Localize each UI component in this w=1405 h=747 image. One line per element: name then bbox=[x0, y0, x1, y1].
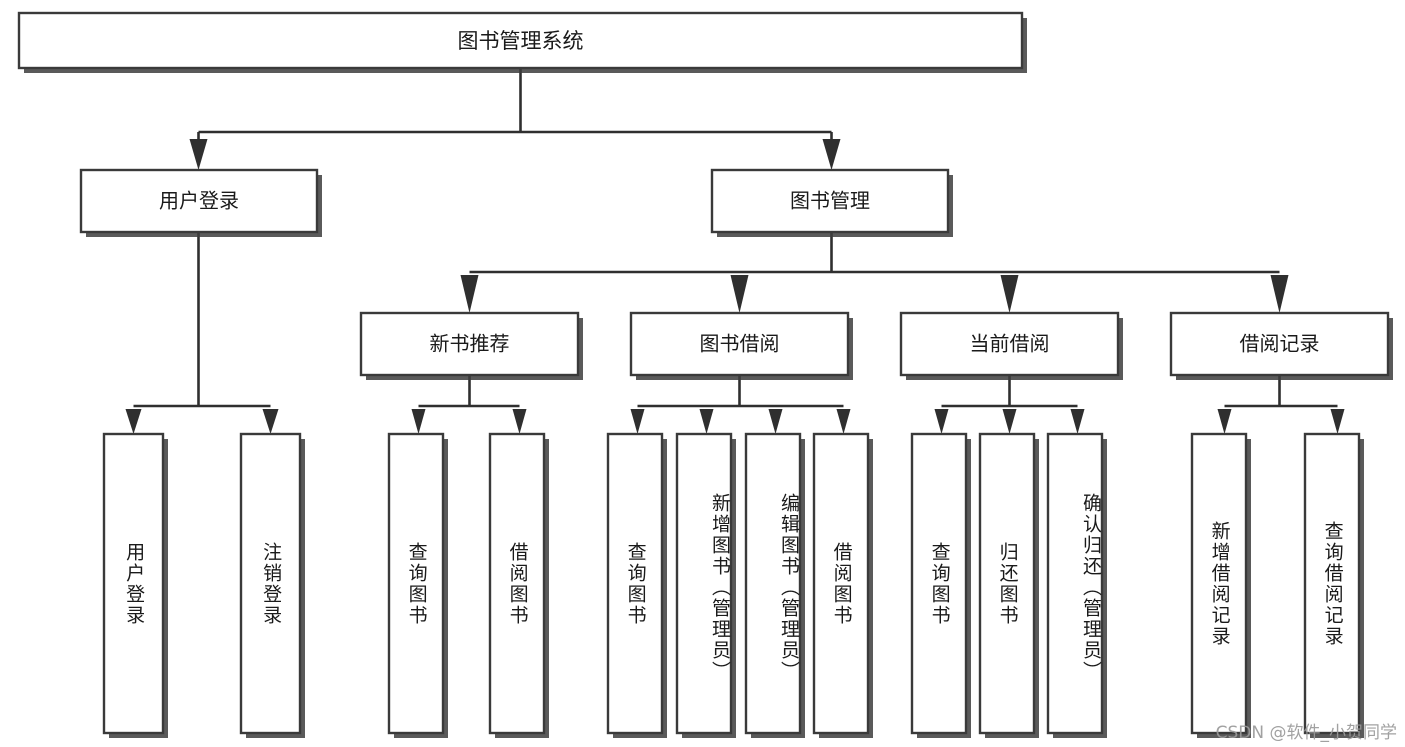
arrow-head-leaf-query-book-3 bbox=[934, 409, 949, 434]
node-book-borrow-box bbox=[629, 311, 850, 377]
csdn-watermark: CSDN @软件_小贺同学 bbox=[1215, 723, 1397, 743]
node-borrow-record[interactable]: 借阅记录 bbox=[1169, 311, 1393, 380]
node-root-label: 图书管理系统 bbox=[458, 29, 584, 53]
arrow-head-leaf-borrow-book-1 bbox=[512, 409, 527, 434]
node-user-login[interactable]: 用户登录 bbox=[79, 168, 322, 237]
node-user-login-box bbox=[79, 168, 319, 234]
arrow-head-leaf-query-book-1 bbox=[411, 409, 426, 434]
leaf-query-book-1-box[interactable] bbox=[387, 432, 445, 735]
arrow-head-leaf-add-book bbox=[699, 409, 714, 434]
arrow-head-new-book-recommend bbox=[460, 275, 479, 313]
node-borrow-record-label: 借阅记录 bbox=[1240, 332, 1320, 356]
node-new-book-recommend-label: 新书推荐 bbox=[430, 332, 510, 356]
node-current-borrow[interactable]: 当前借阅 bbox=[899, 311, 1123, 380]
arrow-head-leaf-return-book bbox=[1002, 409, 1017, 434]
arrow-head-user-login bbox=[189, 139, 208, 170]
arrow-head-leaf-confirm-return bbox=[1070, 409, 1085, 434]
leaf-boxes-layer bbox=[102, 432, 1364, 738]
leaf-add-book-box[interactable] bbox=[675, 432, 733, 735]
arrow-head-leaf-logout-login bbox=[262, 409, 279, 434]
node-user-login-label: 用户登录 bbox=[159, 189, 239, 213]
node-book-management-box bbox=[710, 168, 950, 234]
node-root-box bbox=[17, 11, 1024, 70]
arrow-head-leaf-edit-book bbox=[768, 409, 783, 434]
arrow-head-book-borrow bbox=[730, 275, 749, 313]
leaf-query-record-box[interactable] bbox=[1303, 432, 1361, 735]
leaf-borrow-book-2-box[interactable] bbox=[812, 432, 870, 735]
node-book-borrow[interactable]: 图书借阅 bbox=[629, 311, 853, 380]
arrow-head-leaf-add-record bbox=[1217, 409, 1232, 434]
node-root[interactable]: 图书管理系统 bbox=[17, 11, 1027, 73]
leaf-edit-book-box[interactable] bbox=[744, 432, 802, 735]
arrow-head-book-management bbox=[822, 139, 841, 170]
node-book-management-label: 图书管理 bbox=[790, 189, 870, 213]
arrow-head-borrow-record bbox=[1270, 275, 1289, 313]
arrow-head-current-borrow bbox=[1000, 275, 1019, 313]
leaf-user-login-box[interactable] bbox=[102, 432, 165, 735]
node-book-management[interactable]: 图书管理 bbox=[710, 168, 953, 237]
node-new-book-recommend[interactable]: 新书推荐 bbox=[359, 311, 583, 380]
node-current-borrow-label: 当前借阅 bbox=[970, 332, 1050, 356]
node-current-borrow-box bbox=[899, 311, 1120, 377]
arrow-head-leaf-borrow-book-2 bbox=[836, 409, 851, 434]
leaf-query-book-3-box[interactable] bbox=[910, 432, 968, 735]
node-new-book-recommend-box bbox=[359, 311, 580, 377]
node-book-borrow-label: 图书借阅 bbox=[700, 332, 780, 356]
node-borrow-record-box bbox=[1169, 311, 1390, 377]
leaf-add-record-box[interactable] bbox=[1190, 432, 1248, 735]
leaf-query-book-2-box[interactable] bbox=[606, 432, 664, 735]
leaf-borrow-book-1-box[interactable] bbox=[488, 432, 546, 735]
leaf-confirm-return-box[interactable] bbox=[1046, 432, 1104, 735]
connector-layer bbox=[125, 68, 1345, 434]
arrow-head-leaf-query-book-2 bbox=[630, 409, 645, 434]
leaf-logout-login-box[interactable] bbox=[239, 432, 302, 735]
arrow-head-leaf-query-record bbox=[1330, 409, 1345, 434]
arrow-head-leaf-user-login bbox=[125, 409, 142, 434]
leaf-return-book-box[interactable] bbox=[978, 432, 1036, 735]
